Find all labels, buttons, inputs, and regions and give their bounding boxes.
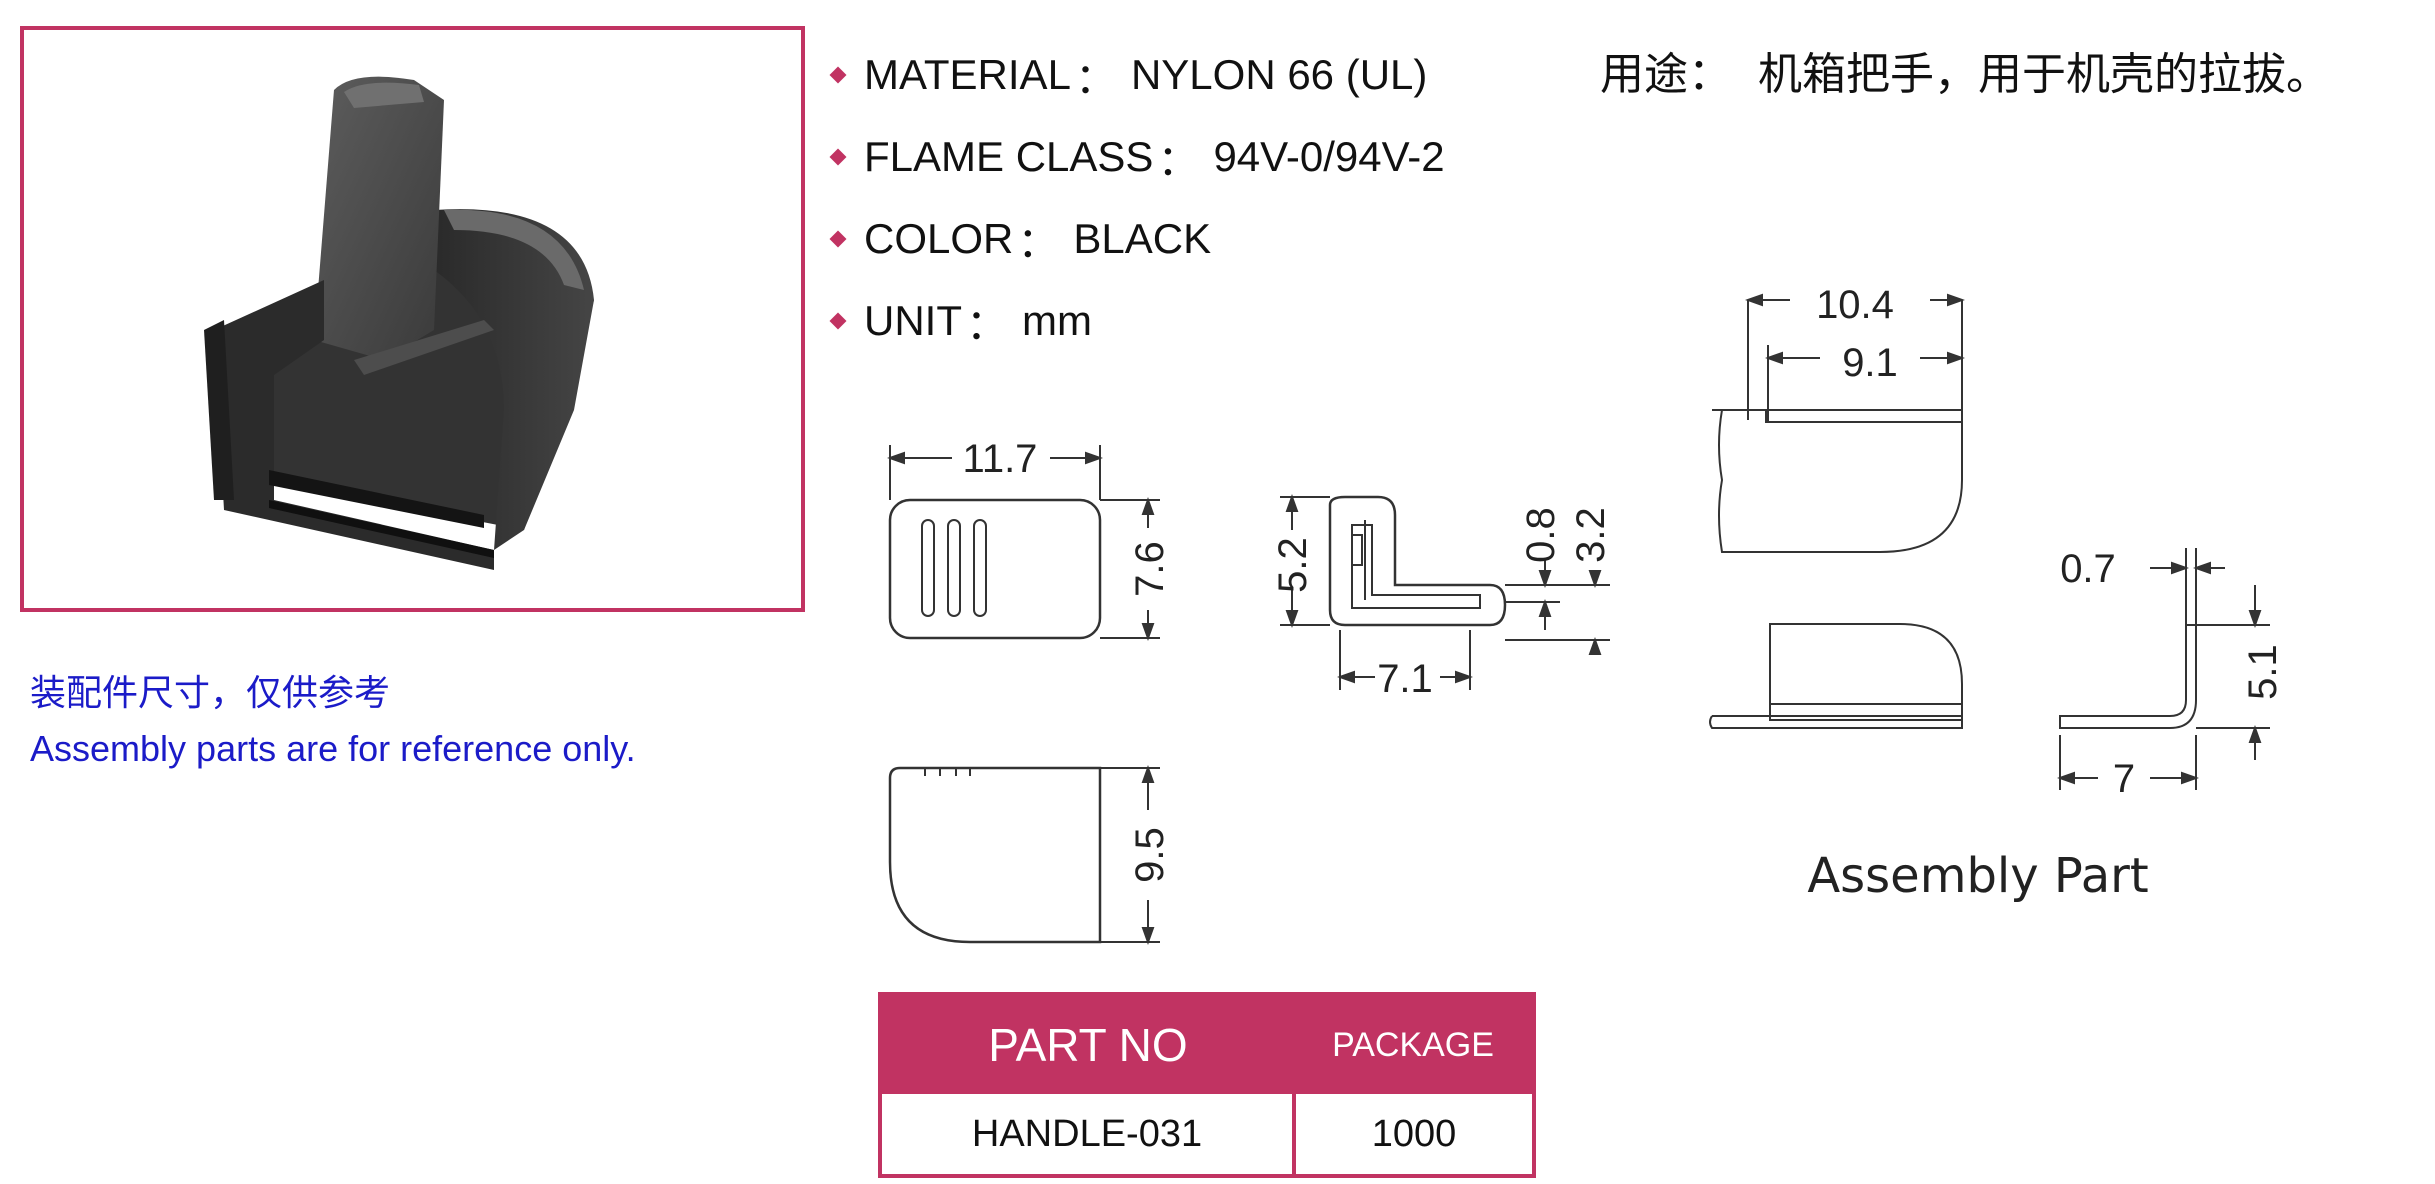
spec-list: MATERIAL ： NYLON 66 (UL) FLAME CLASS ： 9…: [828, 34, 1445, 362]
spec-sep: ：: [1074, 54, 1117, 102]
usage-label: 用途：: [1600, 49, 1732, 100]
cell-package: 1000: [1371, 1112, 1457, 1155]
spec-label: FLAME CLASS: [864, 133, 1154, 180]
table-header-row: PART NO PACKAGE: [880, 994, 1534, 1094]
reference-note-en: Assembly parts are for reference only.: [30, 728, 636, 769]
spec-value: BLACK: [1073, 215, 1212, 262]
dim-top-width: 11.7: [963, 437, 1038, 481]
spec-value: mm: [1022, 297, 1092, 344]
dim-side-thickness: 0.8: [1519, 507, 1563, 563]
usage-value: 机箱把手，用于机壳的拉拔。: [1758, 49, 2330, 100]
header-part-no: PART NO: [880, 994, 1294, 1094]
spec-unit: UNIT ： mm: [828, 280, 1445, 362]
table-row: HANDLE-031 1000: [880, 1094, 1534, 1176]
product-photo: [204, 76, 594, 570]
spec-material: MATERIAL ： NYLON 66 (UL): [828, 34, 1445, 116]
dim-side-width: 7.1: [1377, 657, 1433, 701]
spec-flame-class: FLAME CLASS ： 94V-0/94V-2: [828, 116, 1445, 198]
spec-label: COLOR: [864, 215, 1014, 262]
assembly-part-label: Assembly Part: [1807, 848, 2148, 904]
usage-line: 用途： 机箱把手，用于机壳的拉拔。: [1600, 38, 2330, 102]
assembly-part-drawing: [1709, 293, 1965, 729]
bottom-view-drawing: [888, 765, 1160, 945]
dim-side-height-left: 5.2: [1271, 537, 1315, 593]
reference-note-zh: 装配件尺寸，仅供参考: [30, 672, 391, 713]
dim-assembly-inner-width: 9.1: [1842, 341, 1898, 385]
side-view-drawing: [1280, 494, 1610, 690]
dim-bottom-height: 9.5: [1128, 827, 1172, 883]
spec-label: UNIT: [864, 297, 962, 344]
reference-note: 装配件尺寸，仅供参考 Assembly parts are for refere…: [30, 665, 636, 777]
dim-side-height-right: 3.2: [1569, 507, 1613, 563]
assembly-bracket-drawing: [2057, 548, 2270, 790]
part-number-table: PART NO PACKAGE HANDLE-031 1000: [878, 992, 1536, 1178]
spec-sep: ：: [1017, 218, 1060, 266]
spec-sep: ：: [966, 300, 1009, 348]
dim-top-height: 7.6: [1128, 541, 1172, 597]
spec-sep: ：: [1157, 136, 1200, 184]
spec-color: COLOR ： BLACK: [828, 198, 1445, 280]
header-package: PACKAGE: [1294, 994, 1534, 1094]
dim-assembly-length: 7: [2113, 757, 2135, 801]
spec-value: NYLON 66 (UL): [1130, 51, 1428, 98]
spec-label: MATERIAL: [864, 51, 1071, 98]
spec-value: 94V-0/94V-2: [1213, 133, 1445, 180]
top-view-drawing: [887, 445, 1160, 641]
dim-assembly-thickness: 0.7: [2060, 547, 2116, 591]
cell-part-no: HANDLE-031: [880, 1094, 1296, 1176]
dim-assembly-height: 5.1: [2241, 644, 2285, 700]
dim-assembly-outer-width: 10.4: [1816, 283, 1894, 327]
product-photo-frame: [20, 26, 805, 612]
